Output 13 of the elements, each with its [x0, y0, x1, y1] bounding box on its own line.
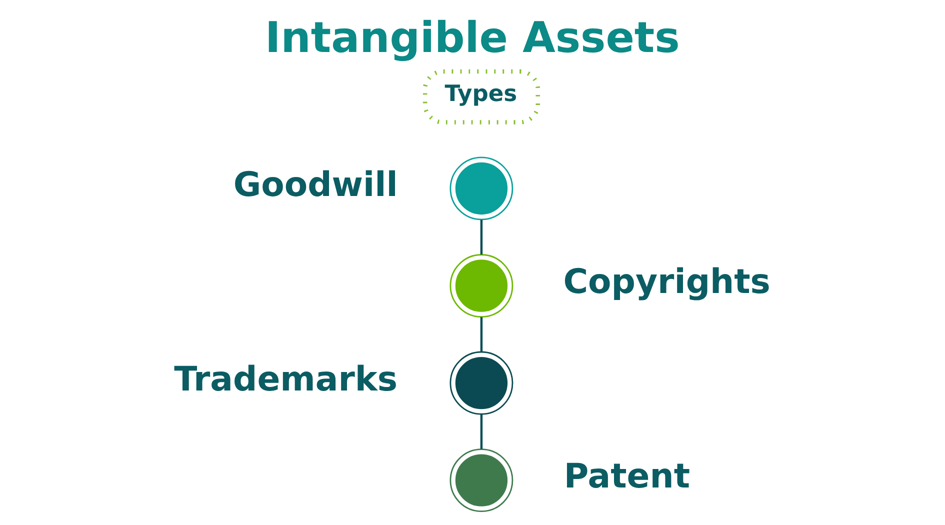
node-label: Trademarks	[174, 359, 398, 398]
node-label: Patent	[563, 456, 690, 496]
node-circle	[449, 254, 513, 318]
connector	[480, 414, 482, 450]
node-label: Goodwill	[232, 164, 398, 204]
diagram-title: Intangible Assets	[264, 12, 680, 62]
node-circle	[449, 448, 513, 512]
connector	[480, 220, 482, 254]
node-label: Copyrights	[562, 262, 770, 302]
node-circle	[449, 156, 513, 220]
node-box: Types	[422, 69, 540, 124]
connector	[480, 317, 482, 352]
node-circle	[449, 351, 513, 415]
